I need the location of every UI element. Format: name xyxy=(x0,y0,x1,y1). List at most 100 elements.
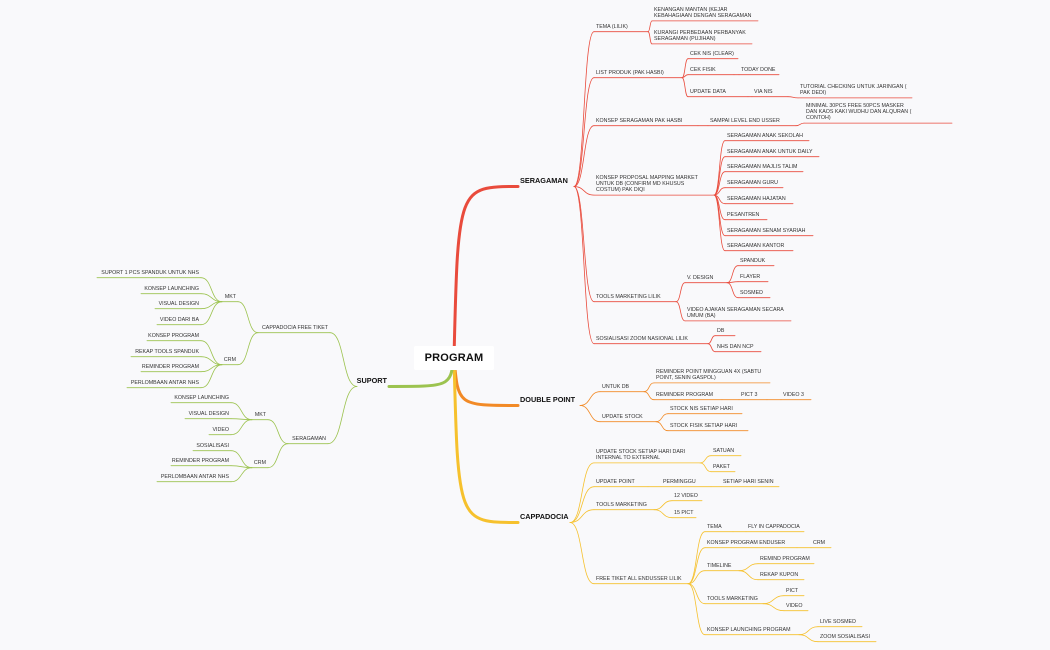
topic-node-cp2a[interactable]: PERMINGGU xyxy=(663,479,696,485)
topic-node-sp1b3[interactable]: REMINDER PROGRAM xyxy=(141,364,199,370)
topic-node-cp4e2[interactable]: ZOOM SOSIALISASI xyxy=(820,634,871,640)
topic-node-s4a[interactable]: SERAGAMAN ANAK SEKOLAH xyxy=(727,133,803,139)
connector-sp1 xyxy=(329,332,358,387)
topic-node-sp2b2[interactable]: REMINDER PROGRAM xyxy=(171,458,229,464)
topic-node-s5a1[interactable]: SPANDUK xyxy=(740,258,766,264)
topic-node-sp1b[interactable]: CRM xyxy=(223,357,236,363)
topic-node-dp1[interactable]: UNTUK DB xyxy=(602,384,630,390)
topic-node-dp2b[interactable]: STOCK FISIK SETIAP HARI xyxy=(670,423,738,429)
topic-node-s5a2[interactable]: FLAYER xyxy=(740,274,761,280)
topic-node-s2c2[interactable]: TUTORIAL CHECKING UNTUK JARINGAN ( PAK D… xyxy=(800,84,907,97)
root-node[interactable]: PROGRAM xyxy=(414,346,494,370)
topic-node-cp4a[interactable]: TEMA xyxy=(707,524,722,530)
topic-node-sp2[interactable]: SERAGAMAN xyxy=(292,436,326,442)
topic-node-sp1b2[interactable]: REKAP TOOLS SPANDUK xyxy=(135,349,199,355)
topic-node-s2b1[interactable]: TODAY DONE xyxy=(741,67,776,73)
topic-node-cp4d1[interactable]: PICT xyxy=(786,588,799,594)
topic-node-cp4b1[interactable]: CRM xyxy=(813,540,826,546)
topic-node-cp3[interactable]: TOOLS MARKETING xyxy=(596,502,647,508)
connector-s5 xyxy=(573,186,595,303)
topic-node-cp2a1[interactable]: SETIAP HARI SENIN xyxy=(723,479,774,485)
topic-node-s2[interactable]: LIST PRODUK (PAK HASBI) xyxy=(596,70,664,76)
topic-node-cp4[interactable]: FREE TIKET ALL ENDUSSER LILIK xyxy=(596,576,682,582)
topic-node-cp2[interactable]: UPDATE POINT xyxy=(596,479,635,485)
connector-cp3 xyxy=(569,509,595,523)
connector-s4d xyxy=(713,187,726,196)
topic-node-cp1a[interactable]: SATUAN xyxy=(713,448,735,454)
topic-node-sp2b3[interactable]: PERLOMBAAN ANTAR NHs xyxy=(160,474,229,480)
topic-node-s4b[interactable]: SERAGAMAN ANAK UNTUK DAILY xyxy=(727,149,813,155)
topic-node-s6b[interactable]: NHS DAN NCP xyxy=(717,344,754,350)
topic-node-sp2b1[interactable]: SOSIALISASI xyxy=(196,443,229,449)
topic-node-s1[interactable]: TEMA (LILIK) xyxy=(596,24,628,30)
branch-node-sp[interactable]: SUPORT xyxy=(356,376,387,385)
topic-node-cp1b[interactable]: PAKET xyxy=(713,464,730,470)
topic-node-cp4b[interactable]: KONSEP PROGRAM ENDUSER xyxy=(707,540,786,546)
topic-node-s5[interactable]: TOOLS MARKETING LILIK xyxy=(596,294,661,300)
topic-node-s4e[interactable]: SERAGAMAN HAJATAN xyxy=(727,196,786,202)
topic-node-s2c[interactable]: UPDATE DATA xyxy=(690,89,726,95)
topic-node-cp4c[interactable]: TIMELINE xyxy=(707,563,732,569)
topic-node-sp1b4[interactable]: PERLOMBAAN ANTAR NHs xyxy=(130,380,199,386)
branch-node-seragaman[interactable]: SERAGAMAN xyxy=(520,176,568,185)
topic-node-s5a[interactable]: V. DESIGN xyxy=(687,275,714,281)
topic-node-cp4a1[interactable]: FLY IN CAPPADOCIA xyxy=(748,524,800,530)
topic-node-cp4d[interactable]: TOOLS MARKETING xyxy=(707,596,758,602)
connector-sp1b4 xyxy=(200,364,223,389)
connector-s5a xyxy=(675,282,686,303)
topic-node-dp1b2[interactable]: VIDEO 3 xyxy=(783,392,804,398)
topic-node-cp4e1[interactable]: LIVE SOSMED xyxy=(820,619,856,625)
topic-node-cp3b[interactable]: 15 PICT xyxy=(674,510,694,516)
topic-node-cp4c2[interactable]: REKAP KUPON xyxy=(760,572,799,578)
topic-node-cp1[interactable]: UPDATE STOCK SETIAP HARI DARI INTERNAL T… xyxy=(596,449,686,462)
branch-node-dp[interactable]: DOUBLE POINT xyxy=(520,395,576,404)
topic-node-sp2a[interactable]: MKT xyxy=(254,412,266,418)
topic-node-s1a[interactable]: KENANGAN MANTAN (KEJAR KEBAHAGIAAN DENGA… xyxy=(654,7,752,20)
connector-sp2b3 xyxy=(230,467,253,483)
topic-node-sp1a1[interactable]: SUPORT 1 PCS SPANDUK UNTUK NHs xyxy=(101,270,199,276)
topic-node-s3a[interactable]: SAMPAI LEVEL END USSER xyxy=(710,118,780,124)
connector-sp2a xyxy=(267,419,289,445)
topic-node-s4f[interactable]: PESANTREN xyxy=(727,212,760,218)
topic-node-dp2a[interactable]: STOCK NIS SETIAP HARI xyxy=(670,406,733,412)
topic-node-sp1a4[interactable]: VIDEO DARI BA xyxy=(159,317,199,323)
connector-cp4d xyxy=(687,583,706,605)
connector-dp1a xyxy=(643,382,655,393)
topic-node-s3a1[interactable]: MINIMAL 30PCS FREE 50PCS MASKER DAN KAOS… xyxy=(806,103,912,122)
topic-node-cp3a[interactable]: 12 VIDEO xyxy=(674,493,698,499)
topic-node-cp4e[interactable]: KONSEP LAUNCHING PROGRAM xyxy=(707,627,791,633)
topic-node-sp2a2[interactable]: VISUAL DESIGN xyxy=(188,411,229,417)
topic-node-sp1b1[interactable]: KONSEP PROGRAM xyxy=(148,333,199,339)
topic-node-dp1b[interactable]: REMINDER PROGRAM xyxy=(656,392,714,398)
topic-node-sp1a[interactable]: MKT xyxy=(224,294,236,300)
branch-node-cp[interactable]: CAPPADOCIA xyxy=(520,512,569,521)
topic-node-s4d[interactable]: SERAGAMAN GURU xyxy=(727,180,778,186)
topic-node-dp1a[interactable]: REMINDER POINT MINGGUAN 4X (SABTU POINT,… xyxy=(656,369,762,382)
connector-cp4d2 xyxy=(762,603,785,612)
topic-node-s4[interactable]: KONSEP PROPOSAL MAPPING MARKET UNTUK DB … xyxy=(596,175,698,194)
topic-node-s2a[interactable]: CEK NIS (CLEAR) xyxy=(690,51,734,57)
topic-node-s5a3[interactable]: SOSMED xyxy=(740,290,763,296)
topic-node-s5b[interactable]: VIDEO AJAKAN SERAGAMAN SECARA UMUM (BA) xyxy=(687,307,784,320)
topic-node-s6a[interactable]: DB xyxy=(717,328,725,334)
topic-node-dp2[interactable]: UPDATE STOCK xyxy=(602,414,643,420)
topic-node-sp2a3[interactable]: VIDEO xyxy=(212,427,229,433)
topic-node-s3[interactable]: KONSEP SERAGAMAN PAK HASBI xyxy=(596,118,683,124)
topic-node-sp1a2[interactable]: KONSEP LAUNCHING xyxy=(144,286,199,292)
topic-node-sp2b[interactable]: CRM xyxy=(253,460,266,466)
topic-node-sp2a1[interactable]: KONSEP LAUNCHING xyxy=(174,395,229,401)
topic-node-sp1a3[interactable]: VISUAL DESIGN xyxy=(158,301,199,307)
topic-node-s2c1[interactable]: VIA NIS xyxy=(754,89,773,95)
topic-node-s4c[interactable]: SERAGAMAN MAJLIS TALIM xyxy=(727,164,798,170)
topic-node-s6[interactable]: SOSIALISASI ZOOM NASIONAL LILIK xyxy=(596,336,688,342)
topic-node-sp1[interactable]: CAPPADOCIA FREE TIKET xyxy=(261,325,328,331)
topic-node-dp1b1[interactable]: PICT 3 xyxy=(741,392,758,398)
topic-node-cp4c1[interactable]: REMIND PROGRAM xyxy=(760,556,810,562)
topic-node-s4h[interactable]: SERAGAMAN KANTOR xyxy=(727,243,785,249)
topic-node-s2b[interactable]: CEK FISIK xyxy=(690,67,716,73)
topic-node-s4g[interactable]: SERAGAMAN SENAM SYARIAH xyxy=(727,228,806,234)
topic-node-cp4d2[interactable]: VIDEO xyxy=(786,603,803,609)
connector-cp4c2 xyxy=(738,570,759,581)
topic-node-s1b[interactable]: KURANGI PERBEDAAN PERBANYAK SERAGAMAN (P… xyxy=(654,30,746,43)
